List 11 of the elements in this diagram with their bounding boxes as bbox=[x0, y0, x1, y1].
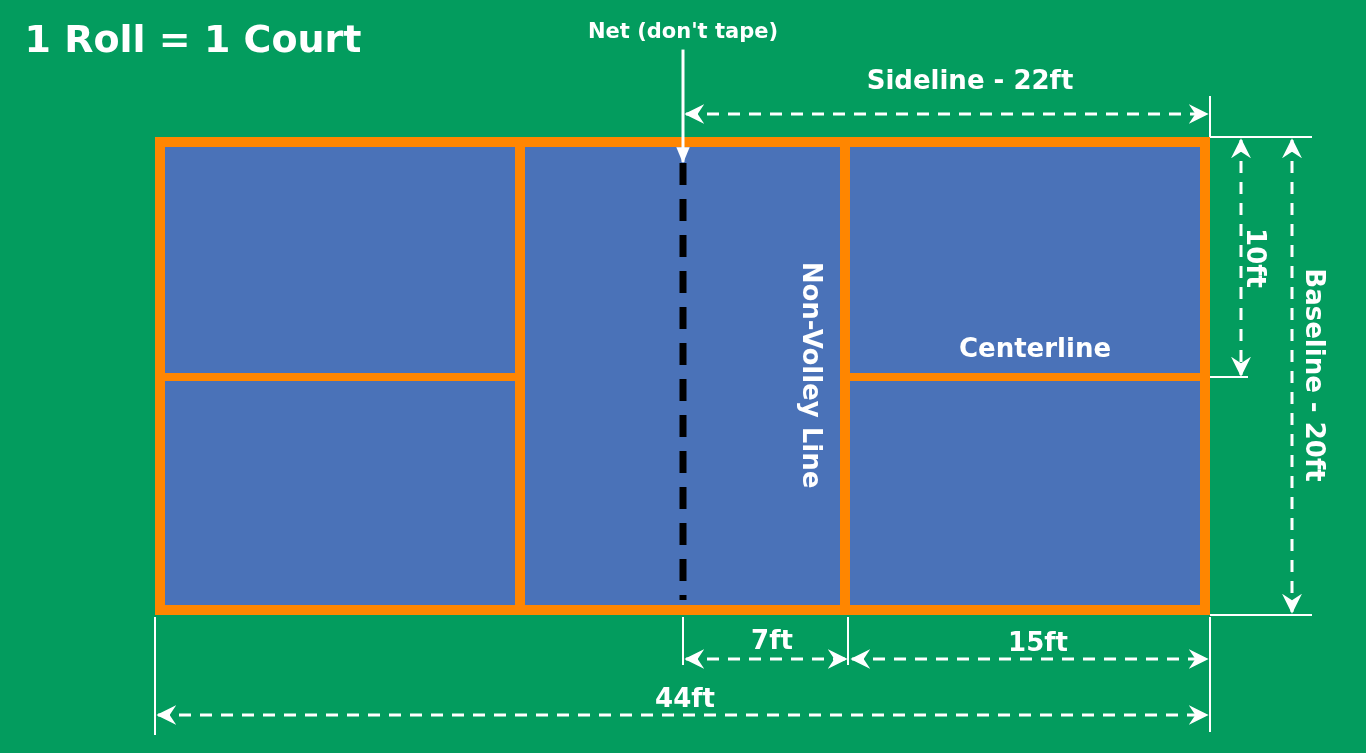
leader-arrow bbox=[676, 49, 690, 164]
dimension-label: 10ft bbox=[1241, 228, 1271, 288]
dimension-label: Sideline - 22ft bbox=[866, 65, 1074, 95]
dimension-label: Baseline - 20ft bbox=[1300, 268, 1330, 482]
callout-label: Net (don't tape) bbox=[588, 20, 778, 44]
title: 1 Roll = 1 Court bbox=[24, 19, 362, 61]
dimension-label: 44ft bbox=[655, 683, 715, 713]
dimension-label: 15ft bbox=[1008, 627, 1068, 657]
dimension-label: 7ft bbox=[751, 625, 793, 655]
line-label: Non-Volley Line bbox=[797, 261, 827, 489]
line-label: Centerline bbox=[958, 333, 1112, 363]
